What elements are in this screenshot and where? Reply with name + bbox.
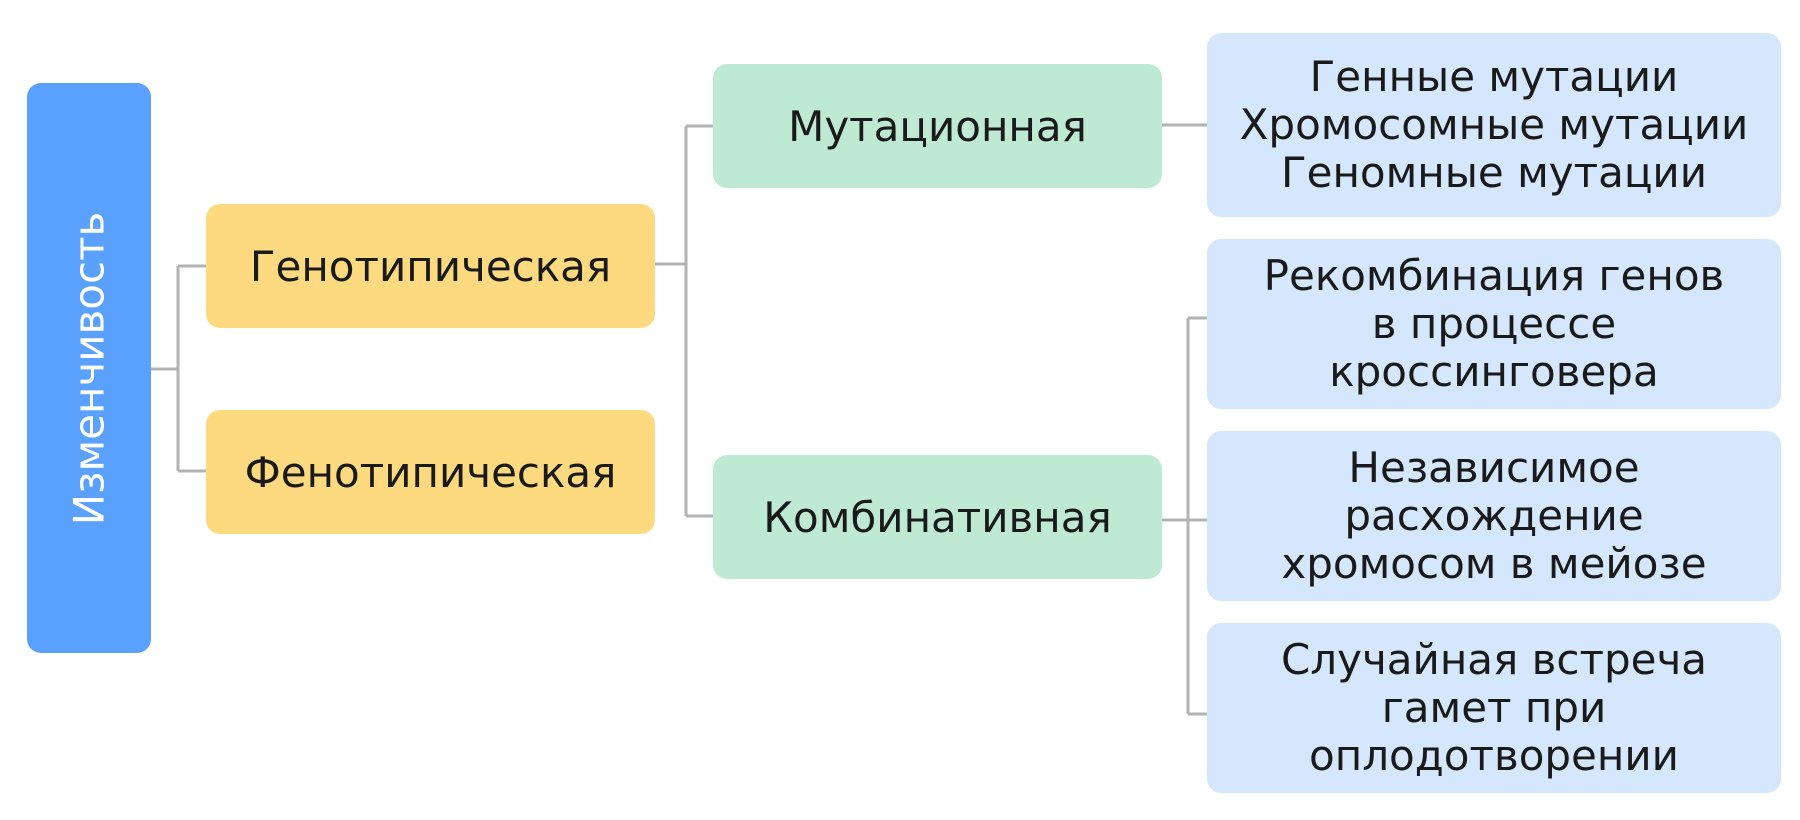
leaf-mutation-line-3: Геномные мутации — [1280, 148, 1708, 197]
node-phenotypic-label: Фенотипическая — [244, 447, 617, 497]
leaf-mutation-line-1: Генные мутации — [1309, 52, 1679, 101]
leaf-crossing-line-3: кроссинговера — [1329, 347, 1659, 396]
leaf-independent-assortment: Независимое расхождение хромосом в мейоз… — [1207, 431, 1781, 601]
leaf-crossing-line-1: Рекомбинация генов — [1263, 251, 1725, 300]
root-label: Изменчивость — [64, 211, 114, 525]
leaf-assortment-line-3: хромосом в мейозе — [1281, 539, 1707, 588]
node-mutational-label: Мутационная — [788, 101, 1087, 151]
leaf-assortment-line-2: расхождение — [1344, 491, 1644, 540]
leaf-random-fertilization: Случайная встреча гамет при оплодотворен… — [1207, 623, 1781, 793]
root-node-variability: Изменчивость — [27, 83, 151, 653]
node-genotypic-label: Генотипическая — [249, 241, 612, 291]
leaf-crossing-line-2: в процессе — [1371, 299, 1617, 348]
node-combinative-label: Комбинативная — [763, 492, 1112, 542]
leaf-fertilization-line-2: гамет при — [1381, 683, 1607, 732]
leaf-fertilization-line-3: оплодотворении — [1309, 731, 1679, 780]
leaf-fertilization-line-1: Случайная встреча — [1280, 635, 1708, 684]
leaf-assortment-line-1: Независимое — [1348, 443, 1640, 492]
node-genotypic: Генотипическая — [206, 204, 655, 328]
node-combinative: Комбинативная — [713, 455, 1162, 579]
leaf-mutation-types: Генные мутации Хромосомные мутации Геном… — [1207, 33, 1781, 217]
node-mutational: Мутационная — [713, 64, 1162, 188]
leaf-crossing-over: Рекомбинация генов в процессе кроссингов… — [1207, 239, 1781, 409]
leaf-mutation-line-2: Хромосомные мутации — [1239, 100, 1749, 149]
node-phenotypic: Фенотипическая — [206, 410, 655, 534]
